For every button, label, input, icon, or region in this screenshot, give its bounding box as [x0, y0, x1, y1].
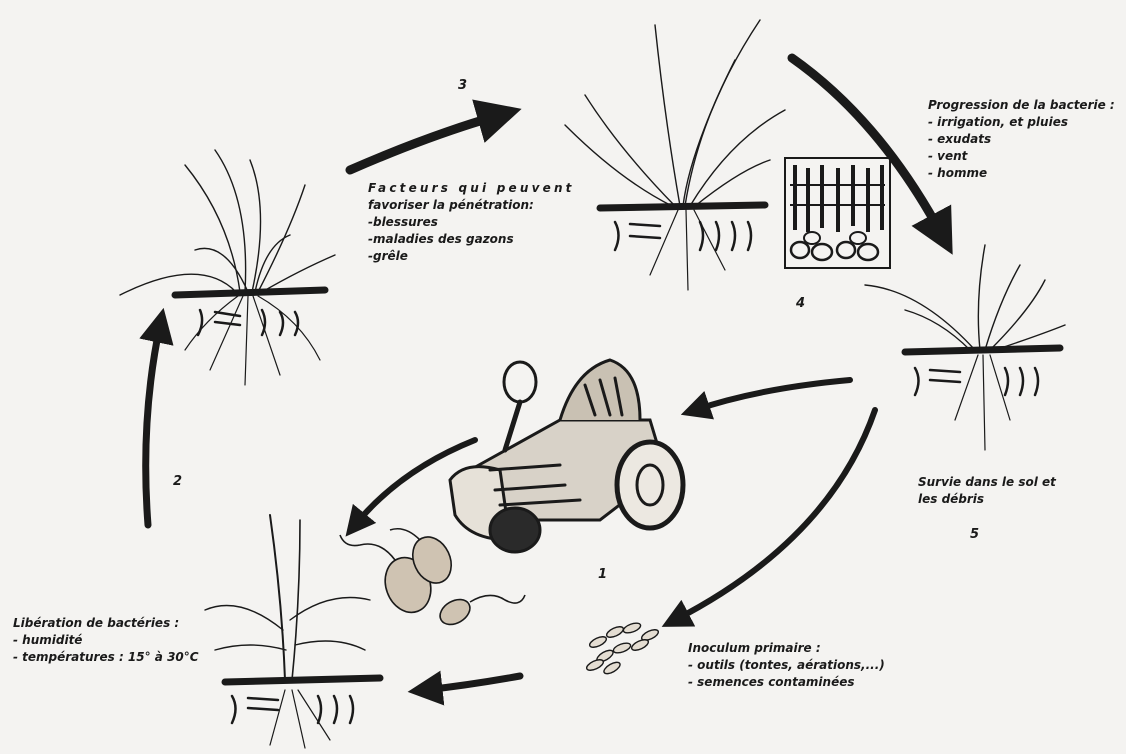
stage-number-5: 5: [970, 527, 979, 542]
penetration-heading-line2: favoriser la pénétration:: [368, 197, 575, 214]
progression-title: Progression de la bacterie :: [928, 97, 1115, 114]
progression-item: - irrigation, et pluies: [928, 114, 1115, 131]
release-title: Libération de bactéries :: [13, 615, 199, 632]
arrow-5-to-tractor: [695, 380, 850, 410]
inoculum-item: - outils (tontes, aérations,...): [688, 657, 885, 674]
grass-plant-release: [205, 515, 380, 748]
inoculum-title: Inoculum primaire :: [688, 640, 885, 657]
penetration-item: -grêle: [368, 248, 575, 265]
seed: [602, 660, 622, 676]
stage-number-4: 4: [796, 296, 805, 311]
bacteria-release: Libération de bactéries : - humidité - t…: [13, 615, 199, 666]
grass-plant-stage-5: [865, 245, 1065, 450]
penetration-item: -maladies des gazons: [368, 231, 575, 248]
bacterium: [436, 594, 475, 629]
stage-number-1: 1: [598, 567, 607, 582]
release-item: - températures : 15° à 30°C: [13, 649, 199, 666]
penetration-heading-line1: Facteurs qui peuvent: [368, 180, 575, 197]
bacteria-progression: Progression de la bacterie : - irrigatio…: [928, 97, 1115, 182]
progression-item: - exudats: [928, 131, 1115, 148]
progression-item: - vent: [928, 148, 1115, 165]
seed: [612, 641, 632, 655]
contaminated-seeds: [585, 621, 660, 676]
arrow-release-to-2: [146, 325, 160, 525]
inoculum-item: - semences contaminées: [688, 674, 885, 691]
seed: [605, 625, 625, 640]
arrow-5-to-seeds: [675, 410, 875, 620]
arrow-2-to-3: [350, 115, 500, 170]
primary-inoculum: Inoculum primaire : - outils (tontes, aé…: [688, 640, 885, 691]
seed: [585, 658, 605, 673]
seed: [588, 635, 608, 650]
stage-number-3: 3: [458, 78, 467, 93]
tractor-mower: [450, 360, 683, 552]
cycle-arrows: [146, 58, 942, 690]
soil-cross-section: [785, 158, 890, 268]
penetration-item: -blessures: [368, 214, 575, 231]
survival-text: Survie dans le sol et les débris: [918, 474, 1056, 508]
survival-line2: les débris: [918, 491, 1056, 508]
release-item: - humidité: [13, 632, 199, 649]
grass-plant-stage-4: [565, 20, 785, 290]
seed: [622, 621, 642, 635]
seed: [630, 638, 650, 653]
stage-number-2: 2: [173, 474, 182, 489]
arrow-seeds-to-release: [425, 676, 520, 690]
survival-line1: Survie dans le sol et: [918, 474, 1056, 491]
penetration-factors: Facteurs qui peuvent favoriser la pénétr…: [368, 180, 575, 265]
progression-item: - homme: [928, 165, 1115, 182]
